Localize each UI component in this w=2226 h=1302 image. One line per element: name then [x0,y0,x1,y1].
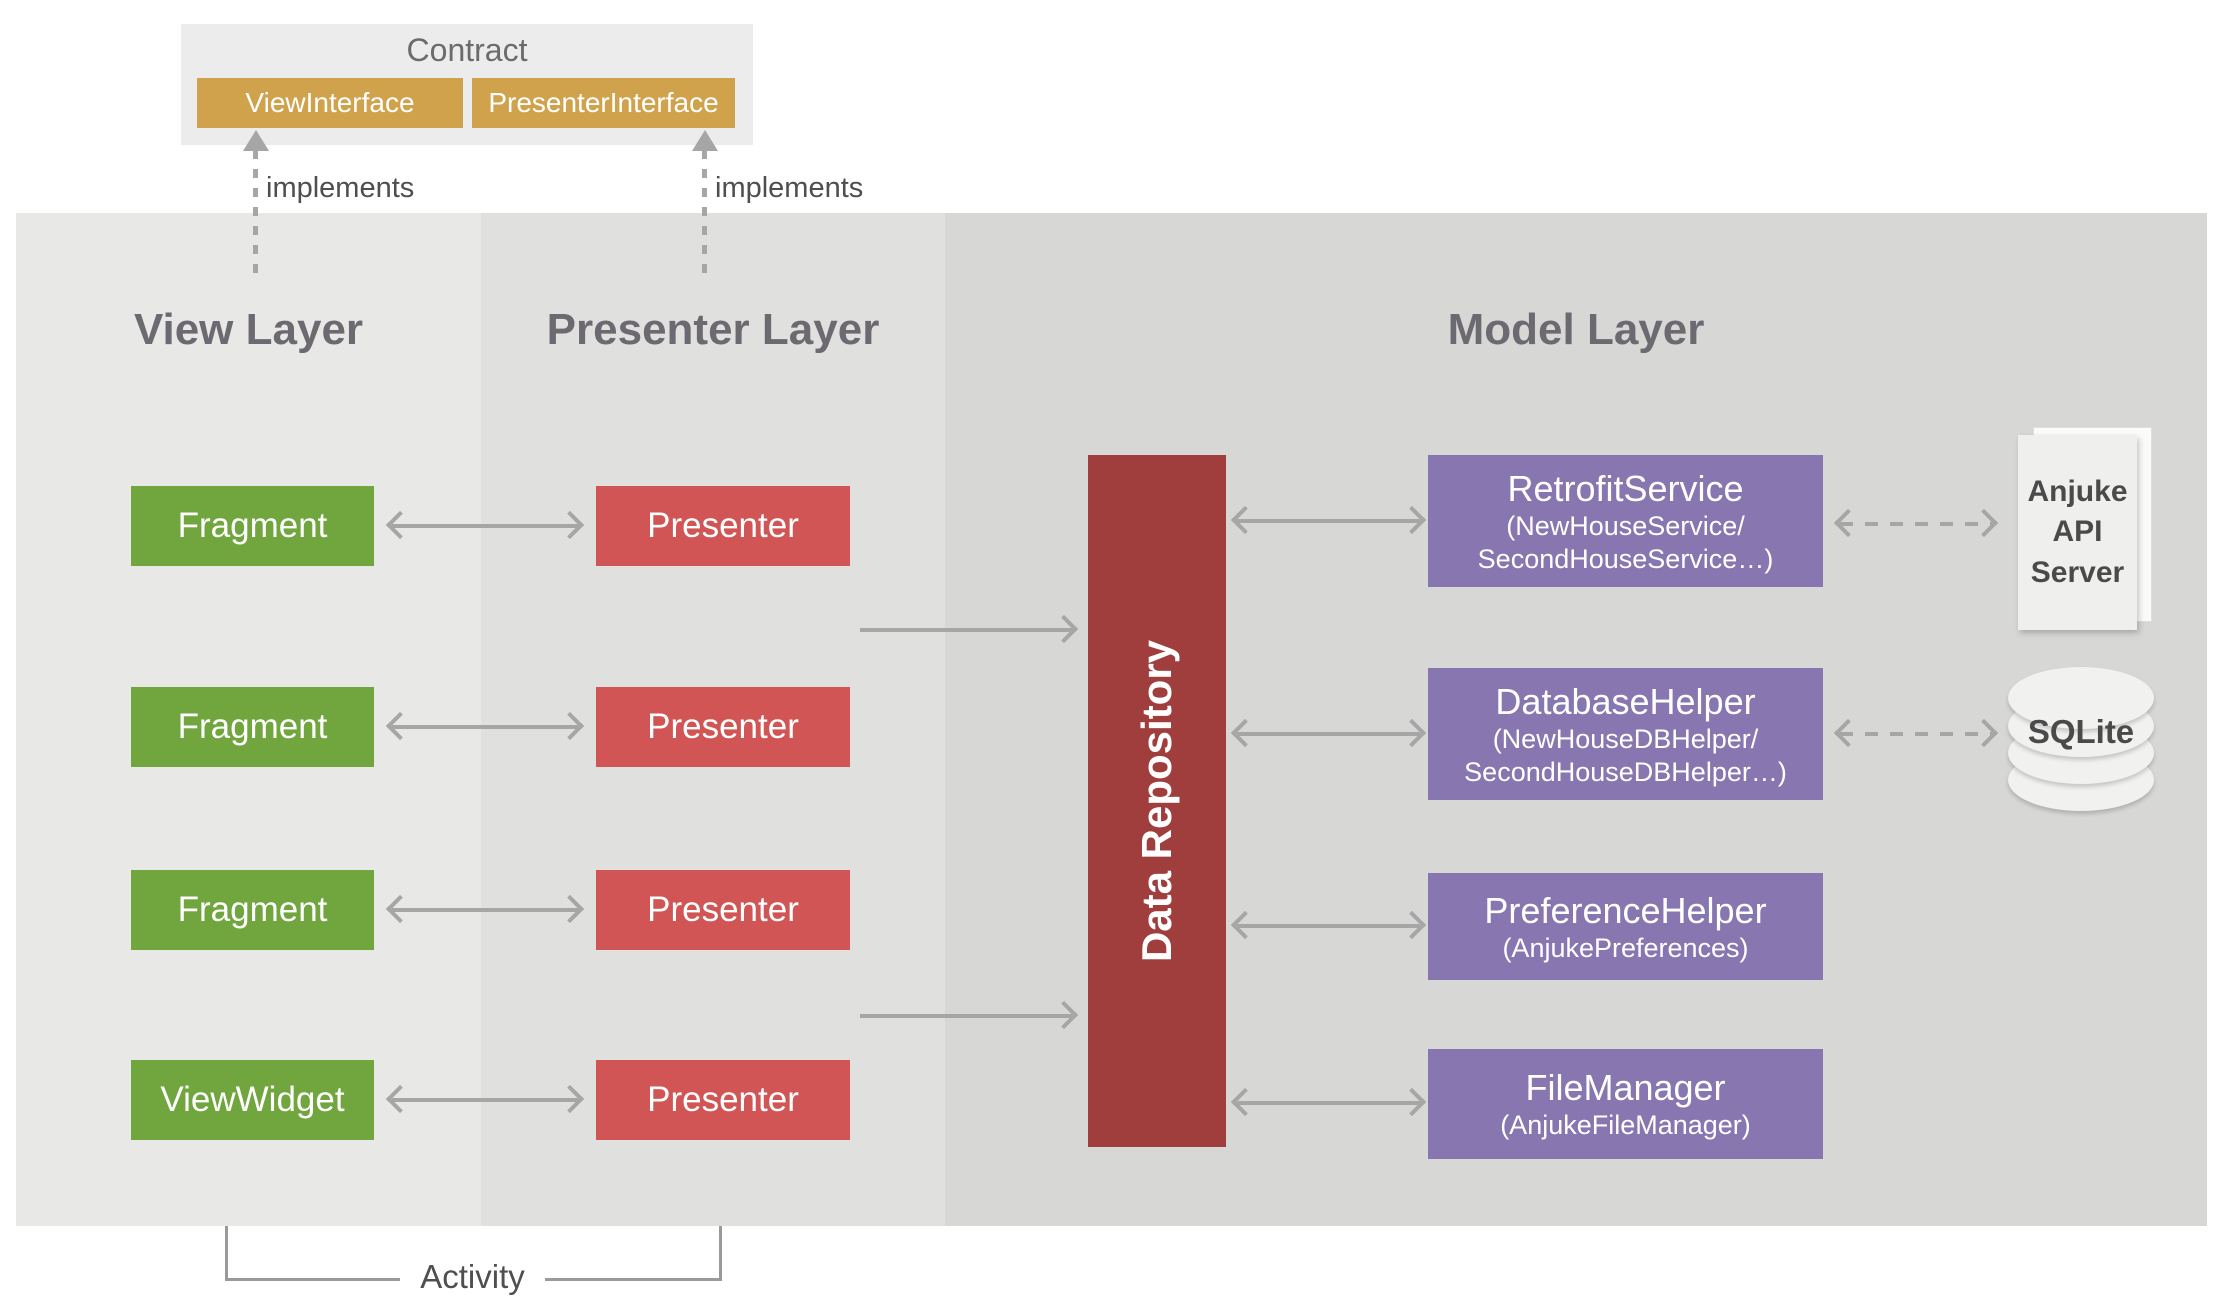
api-server-icon: Anjuke API Server [2018,435,2137,630]
database-helper-sub2: SecondHouseDBHelper…) [1464,756,1787,787]
implements-arrow-presenter-icon [702,150,707,273]
presenter-box-2: Presenter [596,687,850,767]
presenter-repo-arrow-2 [860,1014,1072,1018]
database-helper-sub1: (NewHouseDBHelper/ [1492,724,1759,755]
sqlite-disc-1 [2008,667,2154,729]
database-helper-box: DatabaseHelper (NewHouseDBHelper/ Second… [1428,668,1823,800]
viewwidget-box: ViewWidget [131,1060,374,1140]
file-manager-box: FileManager (AnjukeFileManager) [1428,1049,1823,1159]
preference-helper-title: PreferenceHelper [1484,889,1767,931]
presenter-box-3: Presenter [596,870,850,950]
view-presenter-arrow-1 [392,524,578,528]
retrofit-service-sub1: (NewHouseService/ [1506,511,1745,542]
file-manager-sub1: (AnjukeFileManager) [1500,1110,1751,1141]
retrofit-service-sub2: SecondHouseService…) [1477,543,1774,574]
api-server-line2: API [2052,515,2103,549]
retrofit-api-dashed-arrow [1840,522,1992,526]
implements-label-right: implements [715,172,864,204]
repo-model-arrow-3 [1237,924,1420,928]
database-helper-title: DatabaseHelper [1495,681,1756,723]
sqlite-label: SQLite [2027,713,2135,750]
presenter-box-1: Presenter [596,486,850,566]
preference-helper-sub1: (AnjukePreferences) [1502,932,1749,963]
activity-bracket-left [225,1226,228,1281]
presenter-box-4: Presenter [596,1060,850,1140]
implements-label-left: implements [266,172,415,204]
view-presenter-arrow-2 [392,725,578,729]
contract-title: Contract [406,32,528,68]
presenter-layer-title: Presenter Layer [546,305,880,354]
view-layer-title: View Layer [133,305,364,354]
sqlite-database-icon: SQLite [2008,667,2154,811]
implements-arrow-view-icon [253,150,258,273]
presenter-interface-box: PresenterInterface [472,78,735,128]
repo-model-arrow-1 [1237,519,1420,523]
data-repository-box: Data Repository [1088,455,1226,1147]
fragment-box-1: Fragment [131,486,374,566]
retrofit-service-title: RetrofitService [1507,468,1744,510]
retrofit-service-box: RetrofitService (NewHouseService/ Second… [1428,455,1823,587]
repo-model-arrow-4 [1237,1101,1420,1105]
view-presenter-arrow-3 [392,908,578,912]
contract-group: Contract ViewInterface PresenterInterfac… [181,24,753,145]
fragment-box-3: Fragment [131,870,374,950]
activity-bracket-line-left [225,1278,400,1281]
view-interface-box: ViewInterface [197,78,463,128]
activity-label: Activity [420,1258,525,1295]
api-server-line3: Server [2030,555,2125,589]
dbhelper-sqlite-dashed-arrow [1840,732,1992,736]
data-repository-label: Data Repository [1133,639,1180,963]
fragment-box-2: Fragment [131,687,374,767]
view-presenter-arrow-4 [392,1098,578,1102]
preference-helper-box: PreferenceHelper (AnjukePreferences) [1428,873,1823,980]
activity-bracket-line-right [545,1278,722,1281]
file-manager-title: FileManager [1525,1067,1726,1109]
activity-bracket-right [719,1226,722,1281]
presenter-repo-arrow-1 [860,628,1072,632]
model-layer-title: Model Layer [1447,305,1705,354]
api-server-line1: Anjuke [2027,474,2128,508]
repo-model-arrow-2 [1237,732,1420,736]
